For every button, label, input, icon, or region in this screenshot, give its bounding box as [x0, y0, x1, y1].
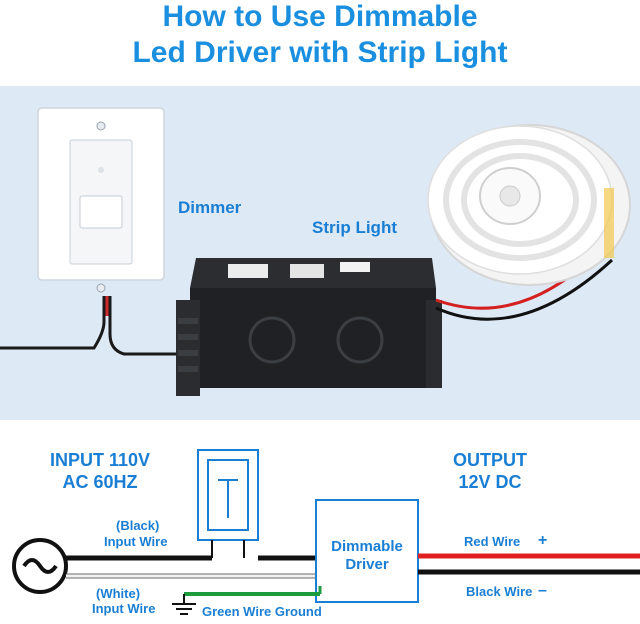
- ground-icon: [172, 594, 196, 615]
- output-voltage-label: 12V DC: [458, 472, 522, 492]
- input-voltage-label: INPUT 110V: [49, 450, 151, 470]
- driver-label-line-1: Dimmable: [331, 538, 403, 555]
- white-wire-tag: (White): [96, 586, 141, 601]
- title-line-2: Led Driver with Strip Light: [132, 36, 508, 69]
- negative-sign: –: [538, 582, 547, 599]
- black-input-wire-label: Input Wire: [104, 534, 168, 549]
- dimmer-label: Dimmer: [178, 198, 242, 217]
- led-driver-image: [176, 258, 442, 396]
- switch-box-icon: [197, 449, 259, 558]
- positive-sign: +: [538, 532, 548, 549]
- title-line-1: How to Use Dimmable: [162, 0, 478, 33]
- black-wire-tag: (Black): [116, 518, 160, 533]
- strip-light-reel-image: [427, 124, 631, 286]
- output-label: OUTPUT: [453, 450, 527, 470]
- green-wire-ground-label: Green Wire Ground: [202, 604, 322, 619]
- input-frequency-label: AC 60HZ: [62, 472, 138, 492]
- white-input-wire-label: Input Wire: [92, 601, 156, 616]
- strip-light-label: Strip Light: [312, 218, 397, 237]
- dimmable-driver-box: [315, 499, 419, 603]
- driver-label-line-2: Driver: [345, 556, 389, 573]
- dimmer-switch-image: [37, 107, 165, 293]
- black-wire-label: Black Wire: [466, 584, 533, 599]
- red-wire-label: Red Wire: [464, 534, 521, 549]
- ac-source-icon: [12, 538, 68, 594]
